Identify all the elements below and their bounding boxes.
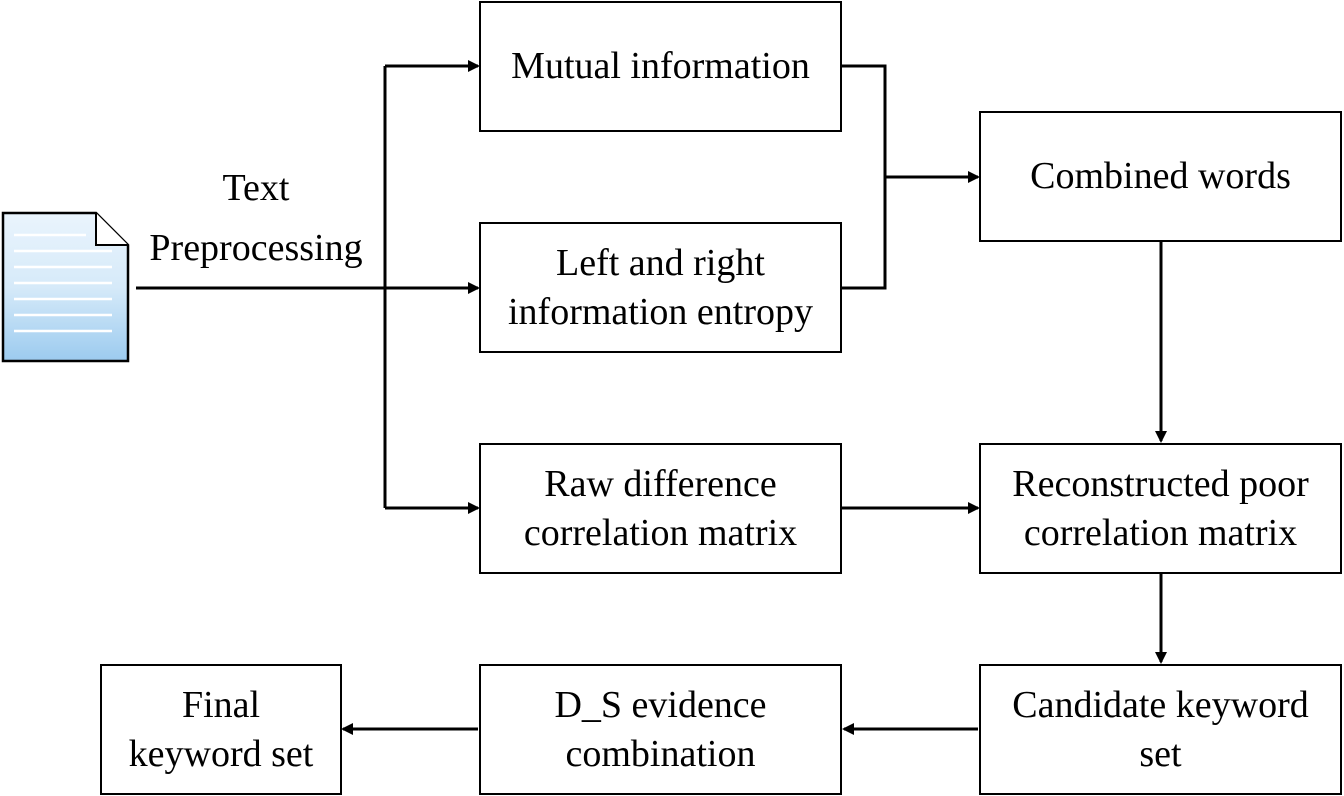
box-text: correlation matrix [523,511,798,554]
box-text: Raw difference [544,462,777,505]
entropy-box: Left and right information entropy [479,222,842,353]
box-text: Combined words [1030,155,1291,197]
raw-matrix-box: Raw difference correlation matrix [479,443,842,574]
combined-words-box: Combined words [979,111,1342,242]
box-text: Candidate keyword [1012,683,1309,726]
document-icon [1,211,130,363]
box-text: D_S evidence [554,683,767,726]
box-text: Final [181,683,261,726]
box-text: correlation matrix [1023,511,1298,554]
box-text: combination [565,732,756,775]
reconstructed-matrix-box: Reconstructed poor correlation matrix [979,443,1342,574]
box-text: keyword set [128,732,314,775]
box-text: set [1139,732,1182,775]
box-text: Mutual information [511,45,810,87]
box-text: Left and right [556,241,765,284]
box-text: Reconstructed poor [1012,462,1309,505]
text-preprocessing-label: Text Preprocessing [136,158,376,278]
ds-combination-box: D_S evidence combination [479,664,842,795]
candidate-keyword-box: Candidate keyword set [979,664,1342,795]
label-line-2: Preprocessing [149,227,363,269]
final-keyword-box: Final keyword set [100,664,342,795]
label-line-1: Text [222,167,290,209]
connector-mutual-to-merge [842,64,887,290]
box-text: information entropy [508,290,813,333]
mutual-information-box: Mutual information [479,1,842,132]
